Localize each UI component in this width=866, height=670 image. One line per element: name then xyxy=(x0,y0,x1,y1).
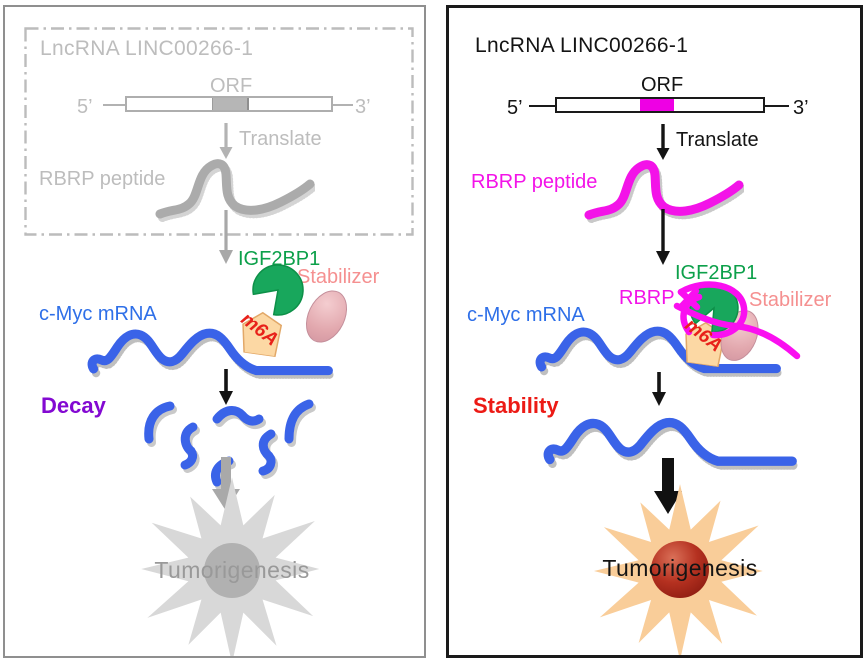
result-label: Tumorigenesis xyxy=(602,555,758,582)
five-prime-label: 5’ xyxy=(77,96,93,118)
mrna-label: c-Myc mRNA xyxy=(467,304,585,326)
decay-arrow-icon xyxy=(219,369,233,405)
igf2bp1-label: IGF2BP1 xyxy=(675,262,758,284)
rbrp-label: RBRP xyxy=(619,287,675,309)
panel-title: LncRNA LINC00266-1 xyxy=(40,37,254,60)
tumor-sphere xyxy=(651,541,709,598)
outcome-label: Decay xyxy=(41,393,106,418)
mrna-fragments xyxy=(144,399,316,490)
rbrp-peptide-shape xyxy=(155,159,315,222)
left-panel-decay-pathway: LncRNA LINC00266-1 ORF 5’ 3’ Translate R… xyxy=(3,5,426,658)
stabilized-mrna-wave xyxy=(543,417,799,470)
leader-line-3 xyxy=(333,104,353,107)
tumorigenesis-arrow-icon xyxy=(654,458,682,514)
rbrp-peptide-shape xyxy=(584,160,744,223)
peptide-label: RBRP peptide xyxy=(39,168,166,190)
stabilizer-label: Stabilizer xyxy=(297,266,380,288)
translate-down-arrow-icon xyxy=(219,123,233,159)
result-label: Tumorigenesis xyxy=(154,557,310,584)
three-prime-label: 3’ xyxy=(793,97,809,119)
igf2bp1-label: IGF2BP1 xyxy=(238,248,321,270)
stabilizer-label: Stabilizer xyxy=(749,289,832,311)
stability-arrow-icon xyxy=(652,372,666,406)
dash-dot-border xyxy=(24,27,414,236)
tumor-sphere xyxy=(204,543,260,598)
lncrna-construct xyxy=(125,96,333,112)
cmyc-mrna-wave xyxy=(535,326,783,377)
panel-title: LncRNA LINC00266-1 xyxy=(475,34,689,57)
translate-label: Translate xyxy=(676,129,759,151)
orf-label: ORF xyxy=(641,74,684,96)
igf2bp1-protein-shape xyxy=(252,264,304,316)
orf-label: ORF xyxy=(210,75,253,97)
three-prime-label: 3’ xyxy=(355,96,371,118)
right-panel-stability-pathway: LncRNA LINC00266-1 ORF 5’ 3’ Translate R… xyxy=(446,5,863,658)
mrna-label: c-Myc mRNA xyxy=(39,303,157,325)
pathway-down-arrow-icon xyxy=(219,210,233,264)
five-prime-label: 5’ xyxy=(507,97,523,119)
outcome-label: Stability xyxy=(473,393,559,418)
orf-segment xyxy=(640,99,674,111)
leader-line-5 xyxy=(103,104,125,107)
leader-line-5 xyxy=(529,105,555,108)
cmyc-mrna-wave xyxy=(87,328,335,379)
orf-segment xyxy=(212,98,249,110)
translate-down-arrow-icon xyxy=(656,124,670,160)
m6a-mark-shape xyxy=(242,311,283,358)
translate-label: Translate xyxy=(239,128,322,150)
lncrna-construct xyxy=(555,97,765,113)
rbrp-ribbon-shape xyxy=(673,281,801,360)
leader-line-3 xyxy=(765,105,789,108)
peptide-label: RBRP peptide xyxy=(471,171,598,193)
pathway-down-arrow-icon xyxy=(656,209,670,265)
